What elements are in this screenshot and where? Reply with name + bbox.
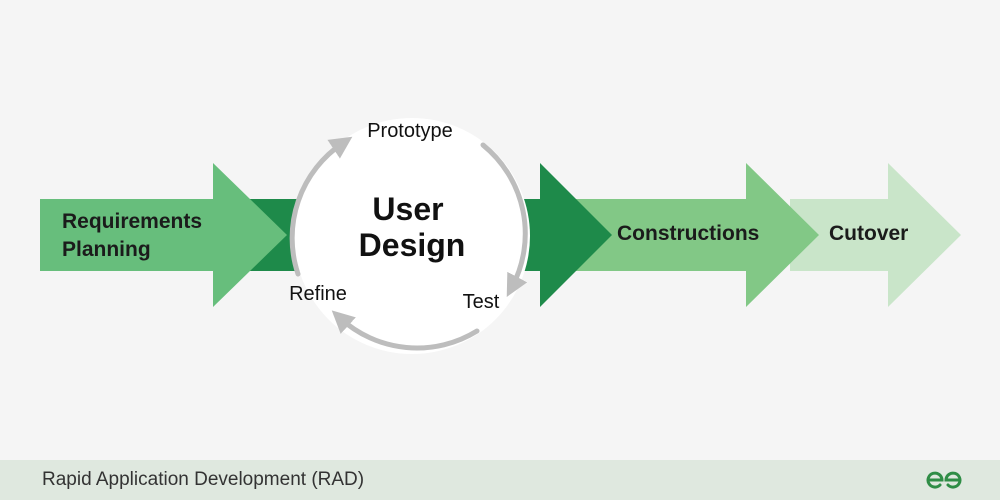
refine-label: Refine xyxy=(289,283,347,305)
cycle-arrow-prototype-to-test xyxy=(480,142,528,297)
user-design-exit-arrow xyxy=(520,163,612,307)
constructions-arrow xyxy=(540,163,819,307)
test-label: Test xyxy=(463,291,500,313)
requirements-planning-arrow xyxy=(40,163,287,307)
footer-bar: Rapid Application Development (RAD) xyxy=(0,460,1000,500)
requirements-label: Requirements xyxy=(62,210,202,233)
cutover-label: Cutover xyxy=(829,222,908,245)
planning-label: Planning xyxy=(62,238,151,261)
geeksforgeeks-logo-icon xyxy=(926,471,962,489)
user-label: User xyxy=(372,191,443,227)
cutover-arrow xyxy=(790,163,961,307)
prototype-label: Prototype xyxy=(367,120,453,142)
rad-diagram: Requirements Planning User Design Constr… xyxy=(40,118,961,354)
cycle-arrow-refine-to-prototype xyxy=(289,136,353,277)
design-label: Design xyxy=(359,227,466,263)
constructions-label: Constructions xyxy=(617,222,759,245)
cycle-arrow-test-to-refine xyxy=(331,310,480,351)
user-design-circle xyxy=(294,118,530,354)
footer-title: Rapid Application Development (RAD) xyxy=(42,469,365,490)
